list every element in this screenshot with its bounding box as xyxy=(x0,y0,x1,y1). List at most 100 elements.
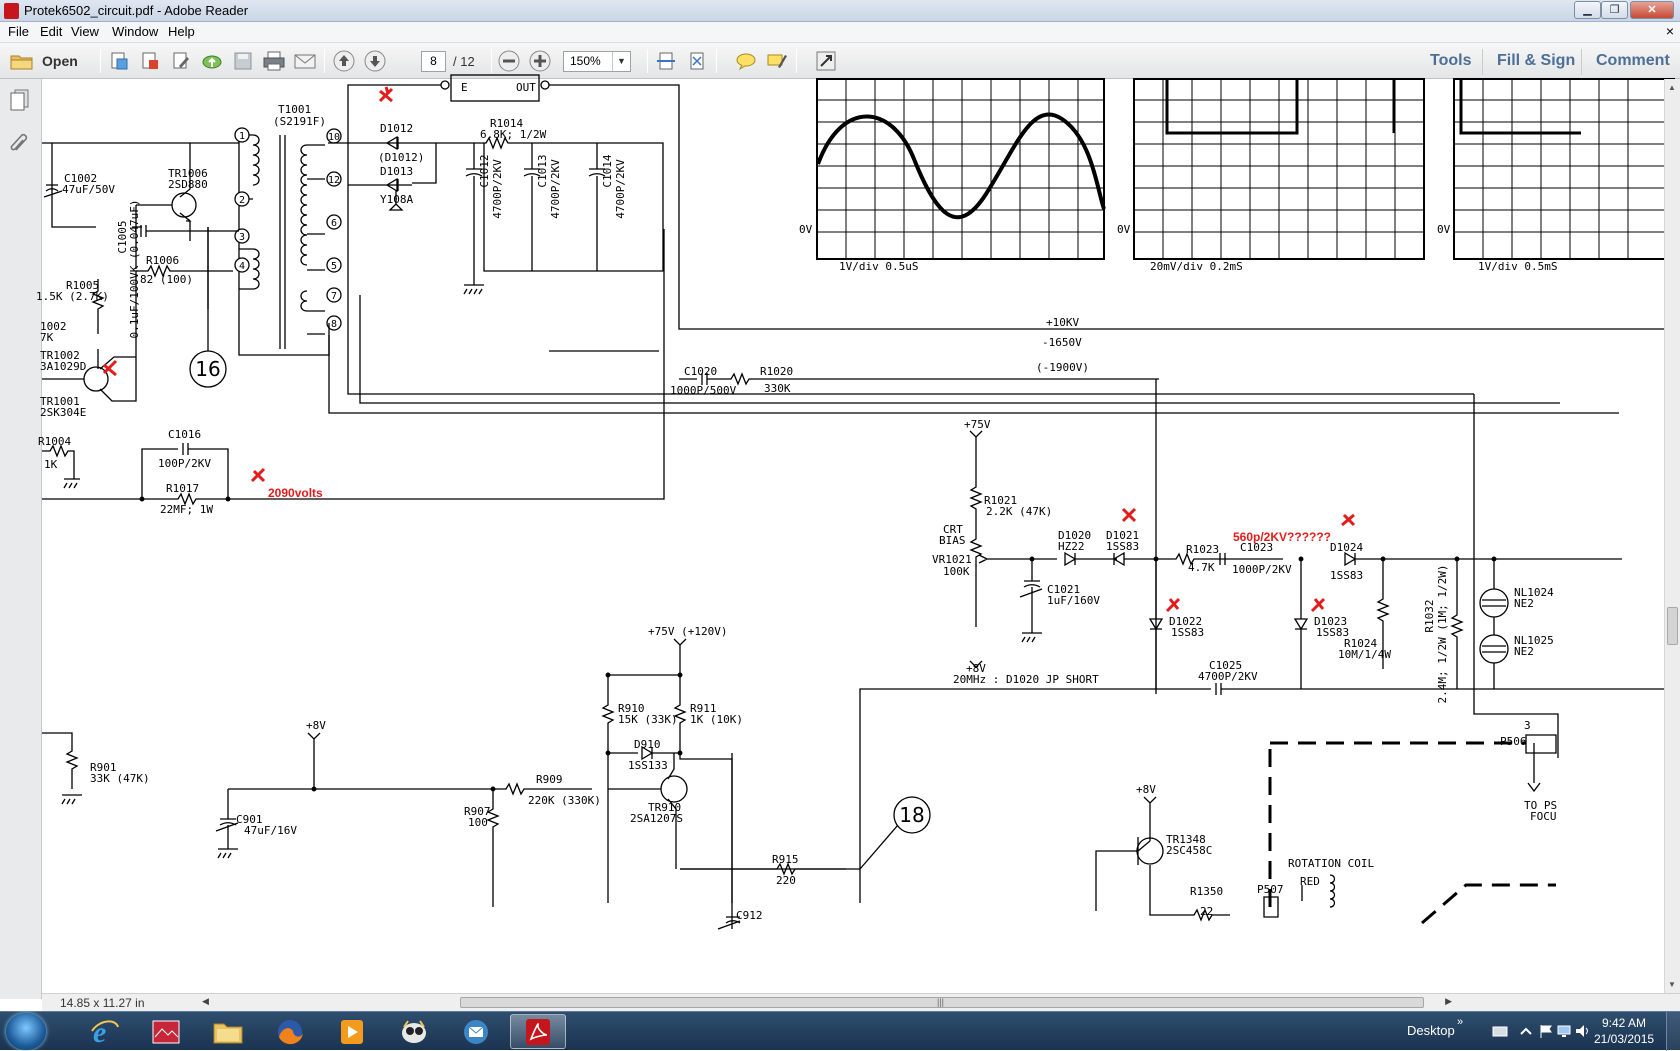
r1024-value: 10M/1/4W xyxy=(1338,648,1391,661)
toolbar: Open 8 / 12 150% ▼ Tools Fill & Sign Com… xyxy=(0,43,1680,79)
photo-app-taskbar-button[interactable] xyxy=(138,1014,194,1049)
adobe-reader-taskbar-button[interactable] xyxy=(510,1014,566,1049)
media-player-taskbar-button[interactable] xyxy=(324,1014,380,1049)
pin-4 xyxy=(234,257,250,273)
close-document-button[interactable]: × xyxy=(1665,23,1674,39)
email-icon[interactable] xyxy=(292,49,318,73)
scope2-zero-label: 0V xyxy=(1117,223,1131,236)
title-bar: Protek6502_circuit.pdf - Adobe Reader ▁ … xyxy=(0,0,1680,22)
c1025-value: 4700P/2KV xyxy=(1198,670,1258,683)
d1020-part: HZ22 xyxy=(1058,540,1085,553)
hv-rails: +10KV -1650V (-1900V) C1020 1000P/500V R… xyxy=(328,271,1619,758)
fill-sign-pane-button[interactable]: Fill & Sign xyxy=(1497,52,1576,69)
restore-button[interactable]: ❐ xyxy=(1601,1,1628,19)
vertical-scrollbar[interactable]: ▲ ▼ xyxy=(1664,79,1680,993)
show-desktop-button[interactable] xyxy=(1666,1012,1680,1051)
adobe-reader-icon xyxy=(4,3,19,19)
full-screen-icon[interactable] xyxy=(813,49,839,73)
export-pdf-icon[interactable] xyxy=(137,49,163,73)
zoom-in-icon[interactable] xyxy=(527,49,553,73)
internet-explorer-taskbar-button[interactable]: e xyxy=(76,1014,132,1049)
horizontal-scroll-thumb[interactable]: ||| xyxy=(460,997,1424,1008)
d1024-part: 1SS83 xyxy=(1330,569,1363,582)
tr910-part: 2SA1207S xyxy=(630,812,683,825)
scroll-left-icon[interactable]: ◀ xyxy=(202,996,209,1006)
edit-pdf-icon[interactable] xyxy=(168,49,194,73)
tr910-label: TR910 xyxy=(648,801,681,814)
file-explorer-taskbar-button[interactable] xyxy=(200,1014,256,1049)
fit-page-icon[interactable] xyxy=(684,49,710,73)
r915-value: 220 xyxy=(776,874,796,887)
start-button[interactable] xyxy=(6,1013,46,1050)
zoom-out-icon[interactable] xyxy=(496,49,522,73)
page-number-input[interactable]: 8 xyxy=(421,51,446,72)
t1001-label: T1001 xyxy=(278,103,311,116)
r1005-value: 1.5K (2.7K) xyxy=(36,290,109,303)
scroll-down-icon[interactable]: ▼ xyxy=(1668,980,1676,989)
r1005-label: R1005 xyxy=(66,279,99,292)
open-button[interactable]: Open xyxy=(6,49,82,73)
security-app-taskbar-button[interactable] xyxy=(386,1014,442,1049)
desktop-toolbar-label[interactable]: Desktop xyxy=(1407,1023,1455,1038)
r1350-label: R1350 xyxy=(1190,885,1223,898)
volume-icon[interactable] xyxy=(1574,1024,1590,1038)
email-client-taskbar-button[interactable] xyxy=(448,1014,504,1049)
r1004-value: 1K xyxy=(44,458,58,471)
page-thumbnails-icon[interactable] xyxy=(7,87,33,113)
next-page-icon[interactable] xyxy=(362,49,388,73)
menu-view[interactable]: View xyxy=(71,24,99,39)
tr1002-part: 3A1029D xyxy=(40,360,86,373)
pin-6-label: 6 xyxy=(331,218,337,229)
d1012-alt-label: (D1012) xyxy=(378,151,424,164)
transformer-pins xyxy=(234,127,342,331)
d1023-label: D1023 xyxy=(1314,615,1347,628)
cloud-upload-icon[interactable] xyxy=(199,49,225,73)
zoom-value: 150% xyxy=(570,54,601,68)
chevron-icon[interactable]: » xyxy=(1457,1016,1464,1028)
menu-window[interactable]: Window xyxy=(112,24,159,39)
horizontal-scrollbar[interactable]: ◀ ||| ▶ xyxy=(202,996,1452,1009)
keyboard-icon[interactable] xyxy=(1492,1024,1508,1038)
scroll-up-icon[interactable]: ▲ xyxy=(1668,83,1676,92)
previous-page-icon[interactable] xyxy=(331,49,357,73)
scroll-right-icon[interactable]: ▶ xyxy=(1445,996,1452,1006)
menu-help[interactable]: Help xyxy=(168,24,195,39)
d1021-part: 1SS83 xyxy=(1106,540,1139,553)
tr1006-label: TR1006 xyxy=(168,167,208,180)
menu-edit[interactable]: Edit xyxy=(40,24,63,39)
chevron-down-icon[interactable]: ▼ xyxy=(612,52,630,71)
page-total: / 12 xyxy=(453,54,475,69)
firefox-taskbar-button[interactable] xyxy=(262,1014,318,1049)
document-view[interactable]: T1001 (S2191F) 1 2 3 4 10 12 6 5 7 xyxy=(36,74,1680,993)
clock-date: 21/03/2015 xyxy=(1594,1032,1655,1046)
c1023-value: 1000P/2KV xyxy=(1232,563,1292,576)
action-center-flag-icon[interactable] xyxy=(1538,1024,1554,1038)
r1004-label: R1004 xyxy=(38,435,71,448)
comment-pane-button[interactable]: Comment xyxy=(1596,52,1670,69)
close-button[interactable]: ✕ xyxy=(1630,1,1674,19)
attachments-icon[interactable] xyxy=(7,129,33,155)
network-icon[interactable] xyxy=(1556,1024,1572,1038)
x-mark-volts xyxy=(250,467,266,483)
create-pdf-icon[interactable] xyxy=(106,49,132,73)
highlight-text-icon[interactable] xyxy=(764,49,790,73)
print-icon[interactable] xyxy=(261,49,287,73)
v75-label: +75V xyxy=(964,418,991,431)
vertical-scroll-thumb[interactable] xyxy=(1667,607,1678,645)
x-mark-d1024 xyxy=(1341,513,1356,527)
tools-pane-button[interactable]: Tools xyxy=(1430,52,1472,69)
menu-file[interactable]: File xyxy=(8,24,29,39)
clock[interactable]: 9:42 AM 21/03/2015 xyxy=(1594,1015,1654,1047)
zoom-select[interactable]: 150% ▼ xyxy=(563,51,631,72)
sticky-note-icon[interactable] xyxy=(733,49,759,73)
tr1001-part: 2SK304E xyxy=(40,406,86,419)
minimize-button[interactable]: ▁ xyxy=(1574,1,1601,19)
fit-width-icon[interactable] xyxy=(653,49,679,73)
r1020-label: R1020 xyxy=(760,365,793,378)
save-icon[interactable] xyxy=(230,49,256,73)
c901-label: C901 xyxy=(236,813,263,826)
r1020-value: 330K xyxy=(764,382,791,395)
d1013-label: D1013 xyxy=(380,165,413,178)
c912-label: C912 xyxy=(736,909,763,922)
show-hidden-icons-icon[interactable] xyxy=(1518,1024,1534,1038)
